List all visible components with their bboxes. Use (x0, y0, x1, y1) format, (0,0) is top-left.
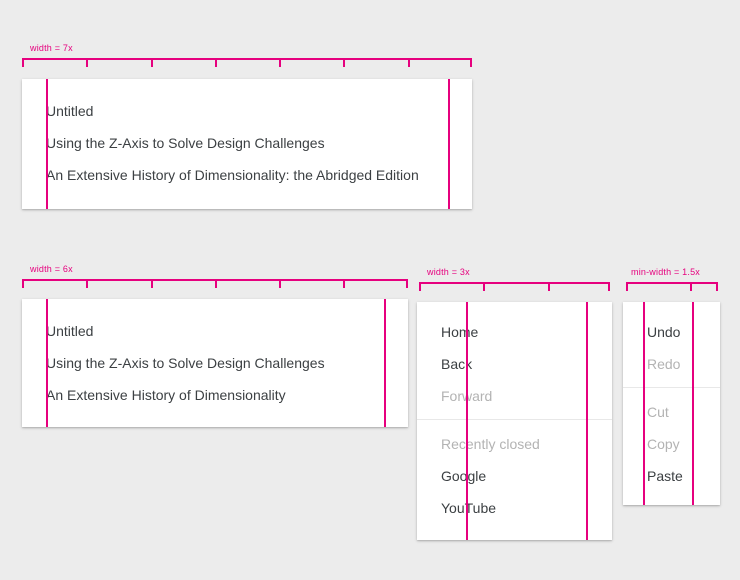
text-start-guide (643, 302, 645, 505)
menu-item-undo[interactable]: Undo (647, 324, 681, 340)
text-start-guide (46, 299, 48, 427)
ruler-tick (407, 60, 410, 67)
menu-item[interactable]: An Extensive History of Dimensionality (46, 387, 286, 403)
ruler-width-3x (419, 282, 610, 291)
ruler-width-7x (22, 58, 472, 67)
menu-item-redo: Redo (647, 356, 681, 372)
ruler-width-6x (22, 279, 408, 288)
menu-list: Undo Redo Cut Copy Paste (623, 316, 720, 492)
menu-item[interactable]: Untitled (46, 323, 94, 339)
menu-item[interactable]: Using the Z-Axis to Solve Design Challen… (46, 355, 325, 371)
text-end-guide (448, 79, 450, 209)
menu-card-width-3x[interactable]: Home Back Forward Recently closed Google… (417, 302, 612, 540)
spec-group-width-7x: width = 7x Untitled Using the Z-Axis to … (0, 0, 500, 230)
text-end-guide (586, 302, 588, 540)
menu-divider (623, 387, 720, 388)
text-start-guide (466, 302, 468, 540)
menu-item-home[interactable]: Home (441, 324, 479, 340)
menu-list: Untitled Using the Z-Axis to Solve Desig… (22, 315, 408, 411)
ruler-tick (483, 284, 486, 291)
ruler-tick (279, 60, 282, 67)
ruler-min-width-1-5x (626, 282, 718, 291)
menu-list: Untitled Using the Z-Axis to Solve Desig… (22, 95, 472, 191)
spec-group-width-3x: width = 3x Home Back Forward Recently cl… (417, 267, 612, 540)
menu-item-forward: Forward (441, 388, 493, 404)
menu-card-width-7x[interactable]: Untitled Using the Z-Axis to Solve Desig… (22, 79, 472, 209)
text-end-guide (384, 299, 386, 427)
ruler-label: width = 6x (30, 264, 73, 274)
text-end-guide (692, 302, 694, 505)
spec-group-width-6x: width = 6x Untitled Using the Z-Axis to … (0, 0, 420, 440)
ruler-tick (86, 60, 89, 67)
ruler-tick (690, 284, 693, 291)
ruler-label: min-width = 1.5x (631, 267, 700, 277)
ruler-tick (214, 281, 217, 288)
ruler-label: width = 7x (30, 43, 73, 53)
menu-item-back[interactable]: Back (441, 356, 473, 372)
menu-item[interactable]: Untitled (46, 103, 94, 119)
ruler-tick (214, 60, 217, 67)
menu-divider (417, 419, 612, 420)
ruler-tick (279, 281, 282, 288)
menu-item-cut: Cut (647, 404, 669, 420)
menu-item[interactable]: Using the Z-Axis to Solve Design Challen… (46, 135, 325, 151)
menu-item-youtube[interactable]: YouTube (441, 500, 497, 516)
menu-list: Home Back Forward Recently closed Google… (417, 316, 612, 524)
menu-item-recently-closed: Recently closed (441, 436, 540, 452)
ruler-tick (150, 60, 153, 67)
ruler-tick (86, 281, 89, 288)
ruler-tick (150, 281, 153, 288)
text-start-guide (46, 79, 48, 209)
menu-card-min-width-1-5x[interactable]: Undo Redo Cut Copy Paste (623, 302, 720, 505)
spec-group-min-width-1-5x: min-width = 1.5x Undo Redo Cut Copy Past… (623, 267, 720, 505)
menu-item-copy: Copy (647, 436, 680, 452)
ruler-tick (343, 60, 346, 67)
menu-item-paste[interactable]: Paste (647, 468, 683, 484)
menu-item-google[interactable]: Google (441, 468, 487, 484)
menu-card-width-6x[interactable]: Untitled Using the Z-Axis to Solve Desig… (22, 299, 408, 427)
menu-item[interactable]: An Extensive History of Dimensionality: … (46, 167, 419, 183)
ruler-tick (343, 281, 346, 288)
ruler-tick (547, 284, 550, 291)
ruler-label: width = 3x (427, 267, 470, 277)
